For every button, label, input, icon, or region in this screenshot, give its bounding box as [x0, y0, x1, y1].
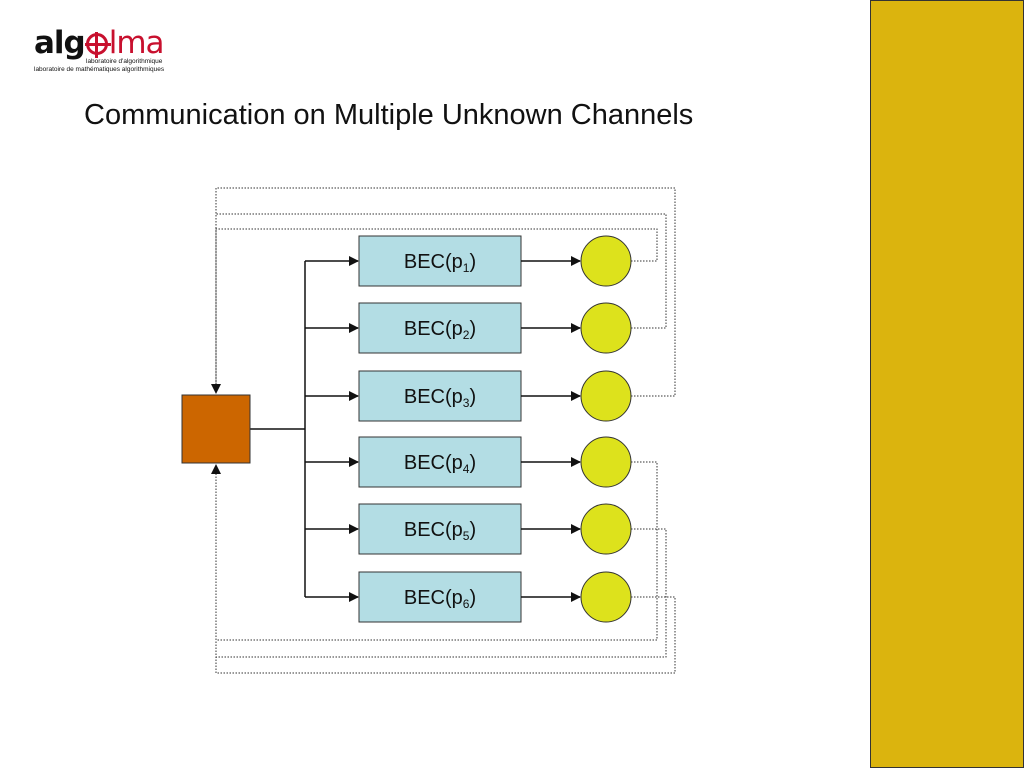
receiver-node-6: [580, 571, 632, 623]
plus-circle-icon: [84, 32, 111, 58]
channel-box-3: [358, 370, 522, 422]
channel-label-6: BEC(p6): [404, 587, 476, 611]
channel-label-3: BEC(p3): [404, 386, 476, 410]
slide-title: Communication on Multiple Unknown Channe…: [84, 99, 694, 131]
receiver-node-4: [580, 436, 632, 488]
source-node: [181, 394, 251, 464]
feedback-arrow-bottom: [211, 464, 221, 474]
feedback-arrow-top: [211, 384, 221, 394]
logo-subtitle-2: laboratoire de mathématiques algorithmiq…: [34, 66, 165, 73]
feedback-lines: [211, 187, 676, 674]
channel-box-4: [358, 436, 522, 488]
logo-word-alg: alg: [34, 25, 86, 61]
receiver-node-5: [580, 503, 632, 555]
sidebar-accent-bar: [870, 0, 1024, 768]
channel-list: BEC(p1) BEC(p2) BEC(p3) BEC(p4) BEC(p5) BEC(p…: [358, 235, 632, 623]
receiver-node-1: [580, 235, 632, 287]
channel-label-4: BEC(p4): [404, 452, 476, 476]
channel-box-6: [358, 571, 522, 623]
feedback-path-3: [215, 187, 676, 397]
broadcast-tree: [250, 256, 359, 602]
receiver-node-2: [580, 302, 632, 354]
feedback-path-5: [215, 466, 667, 658]
channel-box-5: [358, 503, 522, 555]
logo-word-lma: lma: [108, 25, 165, 61]
channel-label-5: BEC(p5): [404, 519, 476, 543]
feedback-path-1: [215, 228, 658, 392]
channel-label-2: BEC(p2): [404, 318, 476, 342]
channel-box-2: [358, 302, 522, 354]
feedback-path-6: [215, 466, 676, 674]
channel-box-1: [358, 235, 522, 287]
channel-label-1: BEC(p1): [404, 251, 476, 275]
logo-subtitle-1: laboratoire d'algorithmique: [86, 58, 163, 65]
receiver-node-3: [580, 370, 632, 422]
